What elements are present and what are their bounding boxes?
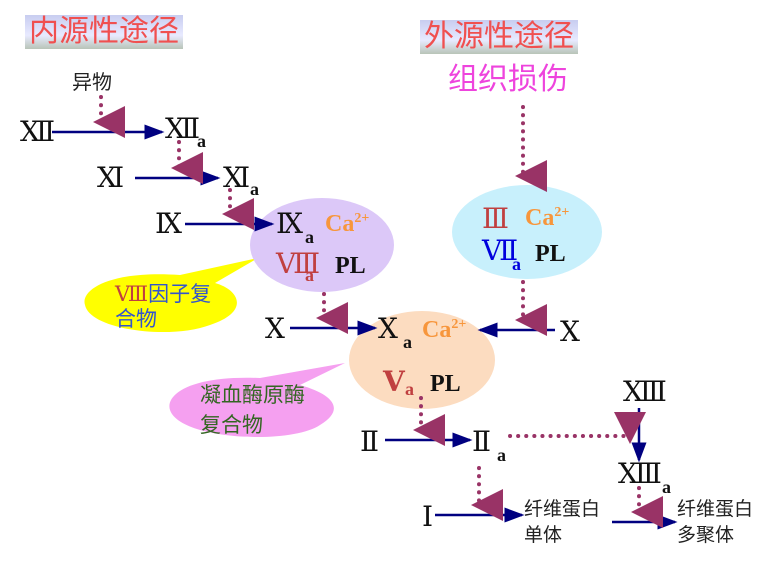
prothrombinase-calcium: Ca2+ <box>422 317 467 343</box>
foreign-substance-label: 异物 <box>72 70 112 94</box>
extrinsic-calcium: Ca2+ <box>525 205 570 231</box>
fibrin-monomer-label: 纤维蛋白单体 <box>524 496 600 548</box>
factor-xiii: ⅩⅢ <box>623 375 667 408</box>
prothrombinase-ellipse <box>349 311 495 409</box>
factor-xa-sub: a <box>403 332 412 352</box>
fibrin-monomer-line2: 单体 <box>524 524 563 546</box>
ca-charge: 2+ <box>354 211 370 226</box>
viii-line2: 合物 <box>115 307 157 331</box>
factor-xia-sub: a <box>250 179 259 199</box>
extrinsic-ellipse <box>452 185 602 279</box>
tissue-injury-label: 组织损伤 <box>448 62 568 97</box>
factor-xiiia: ⅩⅢ <box>618 457 662 490</box>
ca-text: Ca <box>422 317 452 343</box>
factor-viiia: Ⅷ <box>276 247 320 280</box>
factor-iia: Ⅱ <box>472 425 491 458</box>
fibrin-polymer-line2: 多聚体 <box>677 524 735 546</box>
tenase-ellipse <box>250 198 394 292</box>
factor-ii: Ⅱ <box>360 425 379 458</box>
fibrin-monomer-line1: 纤维蛋白 <box>524 498 601 520</box>
factor-iii: Ⅲ <box>482 202 509 235</box>
prothrombinase-callout-text: 凝血酶原酶复合物 <box>200 380 305 440</box>
tenase-calcium: Ca2+ <box>325 211 370 237</box>
factor-xiiia-sub: a <box>662 477 671 497</box>
factor-viia: Ⅶ <box>482 234 518 267</box>
factor-ixa: Ⅸ <box>276 207 303 240</box>
factor-va-sub: a <box>405 379 414 399</box>
factor-xii: Ⅻ <box>20 115 55 148</box>
viii-complex-callout-text: Ⅷ因子复合物 <box>115 282 211 332</box>
prothrombinase-line2: 复合物 <box>200 413 263 437</box>
prothrombinase-callout-bubble <box>169 363 345 437</box>
ca-text: Ca <box>325 211 355 237</box>
factor-xa: X <box>378 312 398 345</box>
factor-i: Ⅰ <box>422 500 433 533</box>
factor-xiia: Ⅻ <box>165 112 200 145</box>
factor-va: V <box>383 365 405 398</box>
factor-xi: Ⅺ <box>97 161 124 194</box>
extrinsic-phospholipid: PL <box>535 241 566 267</box>
fibrin-polymer-line1: 纤维蛋白 <box>677 498 754 520</box>
viii-prefix: Ⅷ <box>115 282 149 306</box>
factor-xiia-sub: a <box>197 131 206 151</box>
factor-xia: Ⅺ <box>223 161 250 194</box>
ca-charge: 2+ <box>451 317 467 332</box>
factor-ix: Ⅸ <box>155 207 182 240</box>
factor-viiia-sub: a <box>305 265 314 285</box>
intrinsic-pathway-title: 内源性途径 <box>25 15 183 49</box>
prothrombinase-line1: 凝血酶原酶 <box>200 383 305 407</box>
factor-x-left: X <box>265 312 285 345</box>
factor-iia-sub: a <box>497 445 506 465</box>
factor-x-right: X <box>560 315 580 348</box>
ca-text: Ca <box>525 205 555 231</box>
ca-charge: 2+ <box>554 205 570 220</box>
viii-callout-bubble <box>84 258 258 333</box>
factor-viia-sub: a <box>512 254 521 274</box>
tenase-phospholipid: PL <box>335 253 366 279</box>
prothrombinase-phospholipid: PL <box>430 371 461 397</box>
viii-line1: 因子复 <box>148 282 212 306</box>
fibrin-polymer-label: 纤维蛋白多聚体 <box>677 496 753 548</box>
extrinsic-pathway-title: 外源性途径 <box>420 20 578 54</box>
factor-ixa-sub: a <box>305 227 314 247</box>
